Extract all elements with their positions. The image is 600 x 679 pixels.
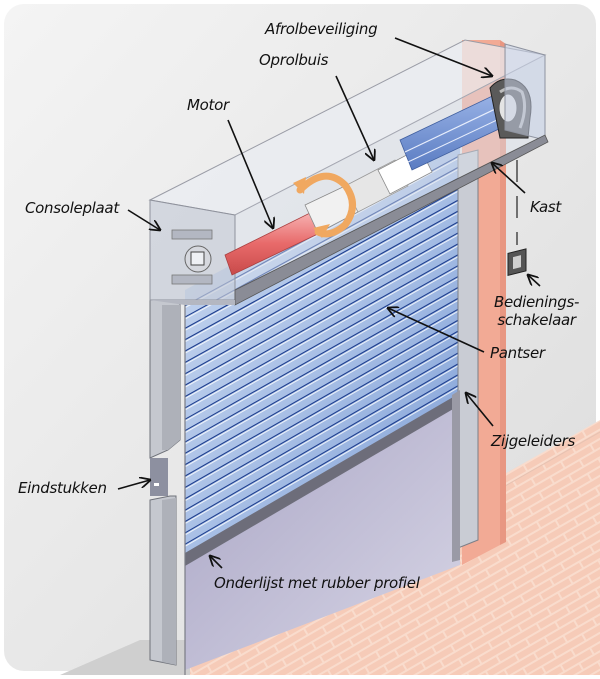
slat-line [184,373,461,534]
slat-line [184,362,461,523]
slat-line [184,318,461,477]
leader-afrolbeveiliging [394,37,492,76]
leader-consoleplaat [127,209,160,230]
slat-highlight [184,211,461,365]
label-eindstukken: Eindstukken [18,479,107,497]
leader-lines [117,37,541,569]
leader-oprolbuis [335,75,374,160]
leader-motor [227,119,273,228]
kast-front [150,300,235,305]
slat-line [184,242,461,398]
slat-highlight [184,331,461,490]
slat-highlight [184,266,461,422]
right-guide-rail-inner [452,390,460,562]
slat-line [184,307,461,466]
rotation-arrow-icon [296,172,356,238]
slat-line [184,253,461,409]
label-afrolbeveiliging: Afrolbeveiliging [265,20,378,38]
left-guide-rail-upper-face [162,305,180,450]
rotation-arrow-icon [293,177,306,194]
rotation-arrow-icon [313,224,330,238]
slat-highlight [184,233,461,388]
oprolbuis-edge [404,101,511,153]
left-guide-rail-lower-face [162,498,176,665]
slat-highlight [184,277,461,434]
bottom-rail [185,393,460,566]
label-kast: Kast [530,198,561,216]
label-consoleplaat: Consoleplaat [25,199,119,217]
slat-highlight [184,189,461,343]
leader-bedieningsschakelaar [528,275,541,287]
label-oprolbuis: Oprolbuis [259,51,329,69]
console-hub-square [190,251,205,266]
slat-line [184,384,461,545]
console-bracket-bottom [171,274,213,285]
eindstukken-block [150,458,168,496]
slat-highlight [184,353,461,513]
slat-line [184,296,461,454]
label-onderlijst: Onderlijst met rubber profiel [214,574,420,592]
slat-highlight [184,222,461,377]
slat-line [184,231,461,386]
slat-highlight [184,342,461,502]
switch-knob [513,255,521,270]
label-bedieningsschakelaar-line2: schakelaar [497,311,576,329]
slat-highlight [184,375,461,536]
leader-pantser [388,308,485,353]
label-bedieningsschakelaar: Bedienings- schakelaar [494,293,579,329]
slat-highlight [184,386,461,547]
pantser-curtain [185,140,460,555]
label-motor: Motor [187,96,229,114]
slat-line [184,285,461,443]
eindstukken-marker [154,483,159,486]
slat-highlight [184,320,461,479]
slat-line [184,220,461,375]
slat-line [184,198,461,352]
slat-line [184,187,461,341]
door-opening [185,400,460,670]
slat-highlight [184,309,461,468]
kast-right-face [504,43,546,141]
label-zijgeleiders: Zijgeleiders [491,432,576,450]
console-bracket-top [171,229,213,240]
slat-highlight [184,244,461,400]
slat-highlight [184,364,461,525]
leader-eindstukken [117,480,150,490]
label-bedieningsschakelaar-line1: Bedienings- [494,293,580,311]
slat-line [184,209,461,363]
slat-line [184,340,461,500]
slat-line [184,351,461,511]
leader-zijgeleiders [466,393,494,427]
slat-line [184,264,461,420]
leader-kast [492,163,526,194]
leader-onderlijst [210,556,223,569]
slat-highlight [184,255,461,411]
slat-line [184,274,461,432]
label-pantser: Pantser [490,344,545,362]
slat-highlight [184,287,461,445]
right-guide-rail [457,149,479,549]
slat-line [184,329,461,488]
slat-highlight [184,200,461,354]
slat-highlight [184,298,461,456]
